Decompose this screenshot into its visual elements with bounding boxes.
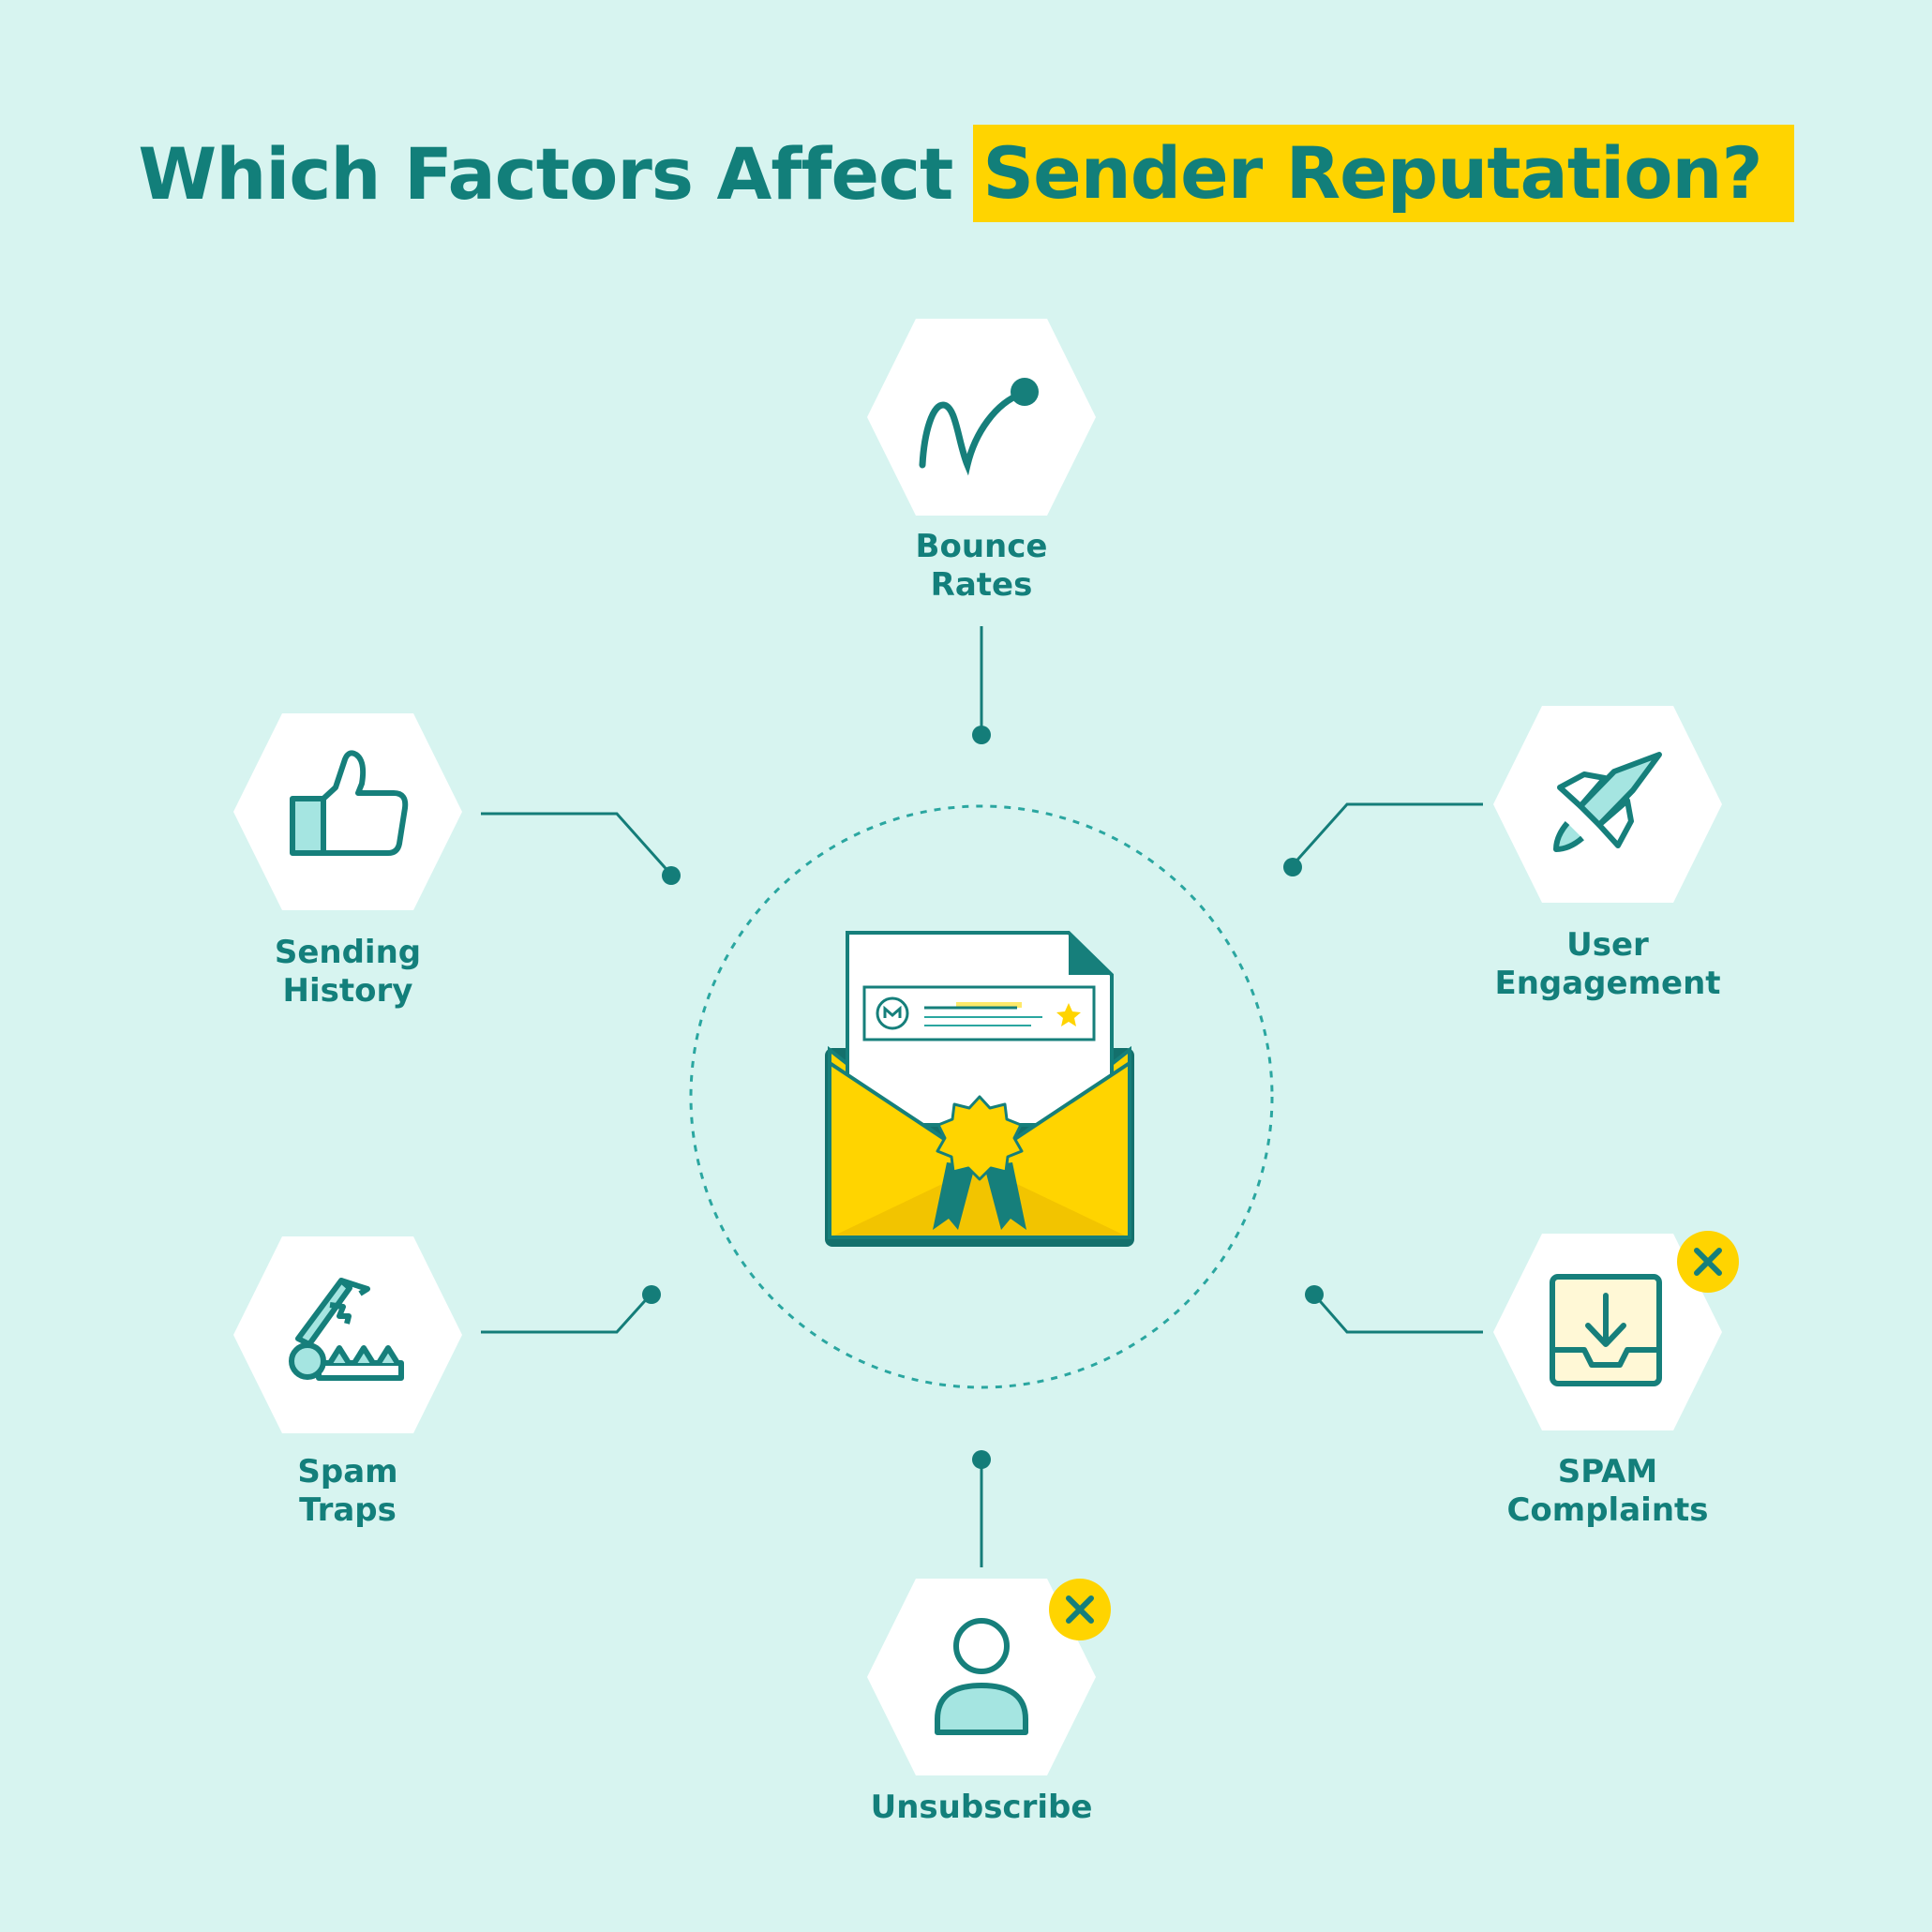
certified-envelope-icon bbox=[825, 931, 1134, 1247]
connectors bbox=[481, 626, 1483, 1567]
dashed-ring bbox=[689, 804, 1274, 1389]
label-line: Spam bbox=[297, 1453, 398, 1490]
label-line: SPAM bbox=[1557, 1453, 1658, 1490]
label-spam-complaints: SPAM Complaints bbox=[1439, 1453, 1776, 1530]
x-badge-icon bbox=[1677, 1231, 1739, 1293]
label-line: User bbox=[1566, 926, 1649, 964]
label-spam-traps: Spam Traps bbox=[179, 1453, 517, 1530]
trap-icon bbox=[289, 1278, 404, 1381]
label-line: Sending bbox=[274, 934, 422, 971]
hexagon-bounce-rates bbox=[867, 319, 1096, 516]
rocket-icon bbox=[1553, 752, 1662, 852]
page-title: Which Factors Affect Sender Reputation? bbox=[0, 122, 1932, 225]
label-bounce-rates: Bounce Rates bbox=[813, 528, 1150, 605]
label-sending-history: Sending History bbox=[179, 934, 517, 1011]
title-prefix: Which Factors Affect bbox=[138, 131, 953, 216]
user-icon bbox=[935, 1618, 1028, 1735]
label-line: Unsubscribe bbox=[870, 1789, 1093, 1826]
hexagon-spam-traps bbox=[233, 1236, 462, 1433]
label-line: Bounce bbox=[915, 528, 1048, 565]
label-line: Engagement bbox=[1494, 965, 1721, 1002]
label-line: Complaints bbox=[1506, 1491, 1709, 1529]
label-user-engagement: User Engagement bbox=[1439, 926, 1776, 1003]
bounce-arc-icon bbox=[919, 378, 1039, 476]
x-badge-icon bbox=[1049, 1579, 1111, 1640]
label-line: History bbox=[282, 972, 413, 1010]
hexagon-unsubscribe bbox=[867, 1579, 1096, 1775]
thumbs-up-icon bbox=[290, 750, 409, 856]
label-line: Traps bbox=[299, 1491, 397, 1529]
connector-dots bbox=[642, 726, 1324, 1469]
label-line: Rates bbox=[930, 566, 1033, 604]
label-unsubscribe: Unsubscribe bbox=[813, 1789, 1150, 1827]
inbox-download-icon bbox=[1550, 1274, 1662, 1386]
title-highlight: Sender Reputation? bbox=[973, 125, 1794, 222]
